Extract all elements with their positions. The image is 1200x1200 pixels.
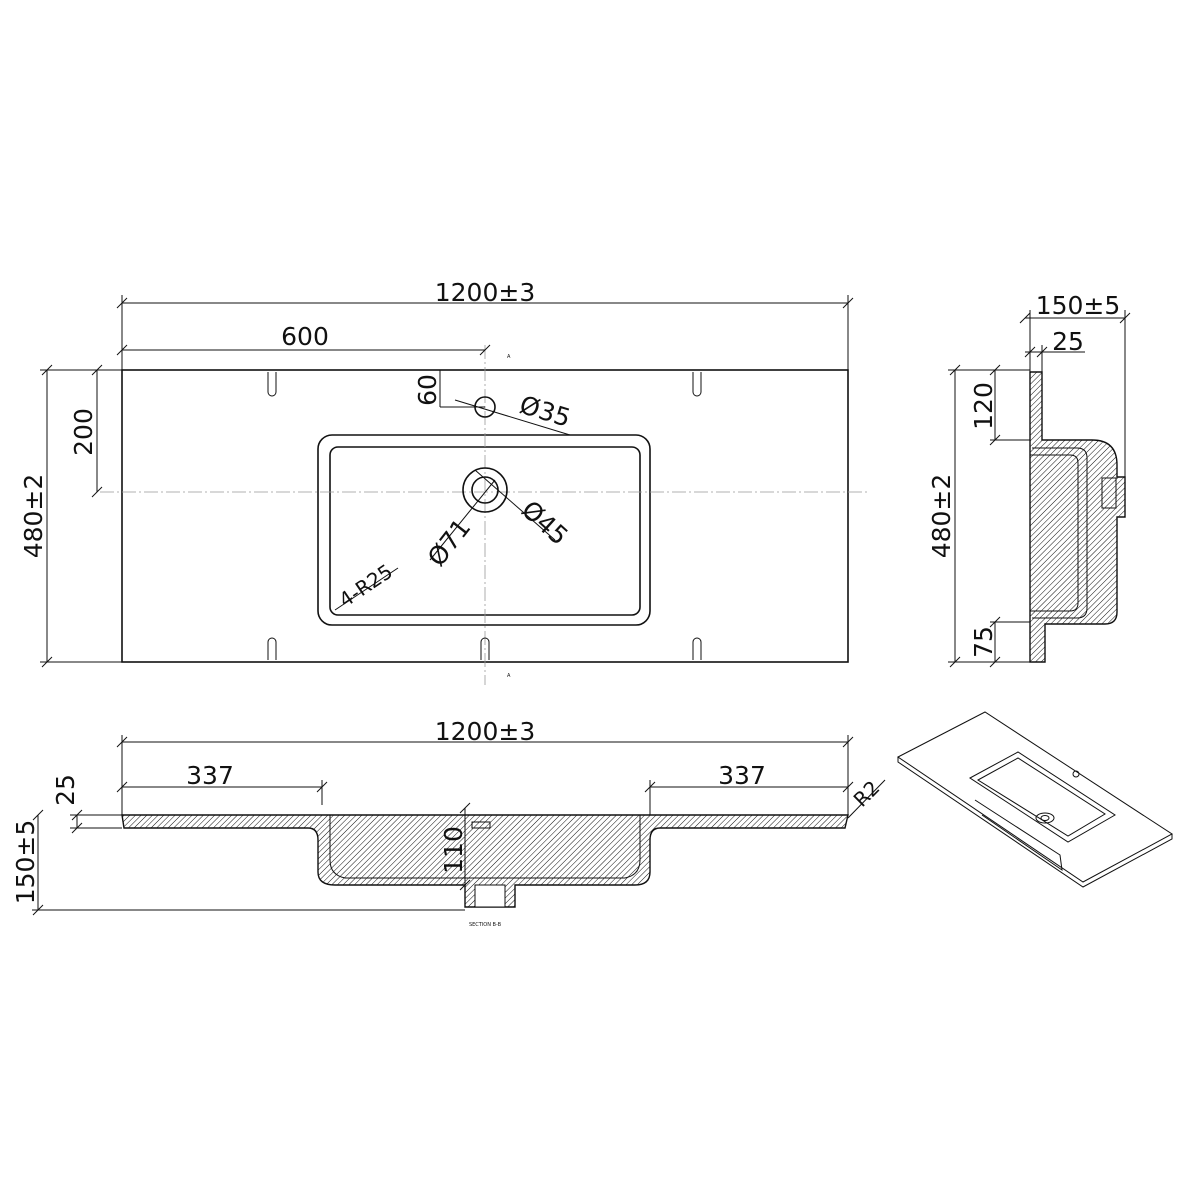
- section-mark-top: A: [507, 354, 511, 360]
- corner-radius-label: 4-R25: [334, 559, 397, 612]
- plan-width-label: 1200±3: [435, 278, 535, 307]
- isometric-view: [897, 711, 1173, 888]
- drain-inner-dia-label: Ø45: [516, 495, 574, 551]
- tap-dia-label: Ø35: [516, 390, 574, 433]
- section-slab-label: 25: [51, 774, 80, 806]
- mounting-slots: [267, 372, 702, 660]
- edge-radius-label: R2: [849, 776, 885, 812]
- basin-outer: [317, 434, 651, 626]
- side-slab-label: 25: [1052, 327, 1084, 356]
- plan-view: 1200±3 600 480±2 200 60 Ø35 Ø71 Ø45 4-R2…: [19, 278, 870, 685]
- section-caption: SECTION B-B: [469, 922, 502, 928]
- right-ledge-label: 337: [718, 761, 766, 790]
- section-view: 1200±3 337 337 R2 25 150±5 110 SECTION B…: [11, 717, 886, 928]
- side-height-label: 150±5: [1036, 291, 1121, 320]
- drain-offset-label: 200: [69, 408, 98, 456]
- drain-outer-dia-label: Ø71: [422, 513, 477, 571]
- plan-depth-label: 480±2: [19, 474, 48, 559]
- section-height-label: 150±5: [11, 820, 40, 905]
- side-depth-label: 480±2: [927, 474, 956, 559]
- drain-outer: [462, 467, 508, 513]
- side-view: 150±5 25 120 75 480±2: [927, 291, 1131, 668]
- left-ledge-label: 337: [186, 761, 234, 790]
- section-mark-bottom: A: [507, 673, 511, 679]
- tap-offset-label: 600: [281, 322, 329, 351]
- bowl-depth-label: 110: [439, 826, 468, 874]
- back-ledge-label: 120: [969, 382, 998, 430]
- section-shape: [121, 814, 849, 908]
- tap-setback-label: 60: [413, 374, 442, 406]
- front-ledge-label: 75: [969, 626, 998, 658]
- section-width-label: 1200±3: [435, 717, 535, 746]
